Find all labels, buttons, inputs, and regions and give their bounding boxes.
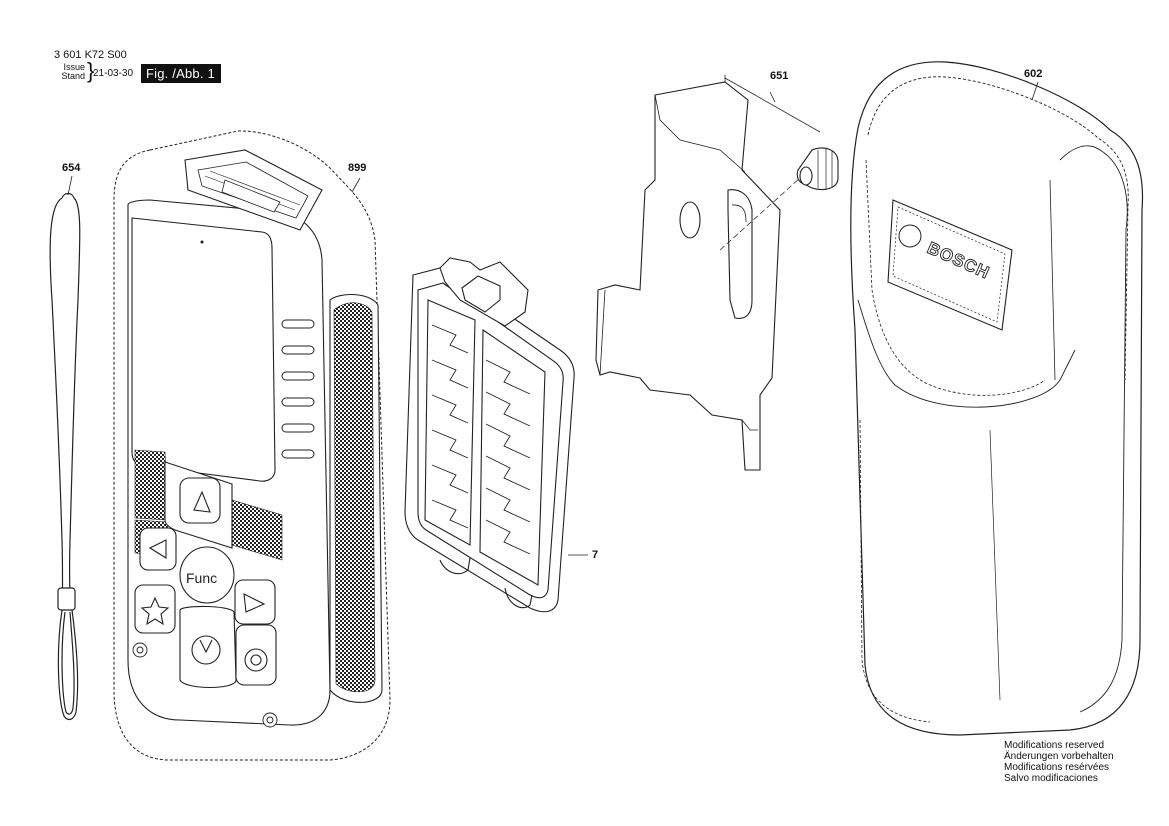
figure-label: Fig. /Abb. 1 <box>141 64 221 83</box>
battery-cover <box>404 257 575 613</box>
notice-es: Salvo modificaciones <box>1004 773 1098 784</box>
leader-899 <box>351 177 361 193</box>
wrist-strap <box>49 192 81 721</box>
notice-de: Änderungen vorbehalten <box>1004 751 1114 762</box>
callout-7: 7 <box>592 549 599 561</box>
callout-654: 654 <box>62 162 81 174</box>
callout-899: 899 <box>348 162 367 174</box>
issue-stand-labels: Issue Stand <box>54 63 85 81</box>
issue-date: 21-03-30 <box>93 68 134 79</box>
belt-clip <box>595 81 781 471</box>
modifications-notice: Modifications reserved Änderungen vorbeh… <box>1004 740 1114 784</box>
brace-glyph: } <box>87 58 95 83</box>
clip-screw <box>796 147 839 191</box>
notice-en: Modifications reserved <box>1004 740 1105 751</box>
callout-602: 602 <box>1024 68 1043 80</box>
func-key-label: Func <box>186 570 217 586</box>
notice-fr: Modifications resérvées <box>1004 762 1110 773</box>
leader-654 <box>67 175 73 196</box>
issue-label: Issue <box>63 62 85 72</box>
stand-label: Stand <box>61 71 85 81</box>
carry-pouch <box>850 61 1144 736</box>
leader-602 <box>1031 81 1039 101</box>
callout-651: 651 <box>770 70 789 82</box>
document-code: 3 601 K72 S00 <box>54 49 127 61</box>
device-housing: Func <box>113 130 391 761</box>
leader-651 <box>724 75 821 133</box>
